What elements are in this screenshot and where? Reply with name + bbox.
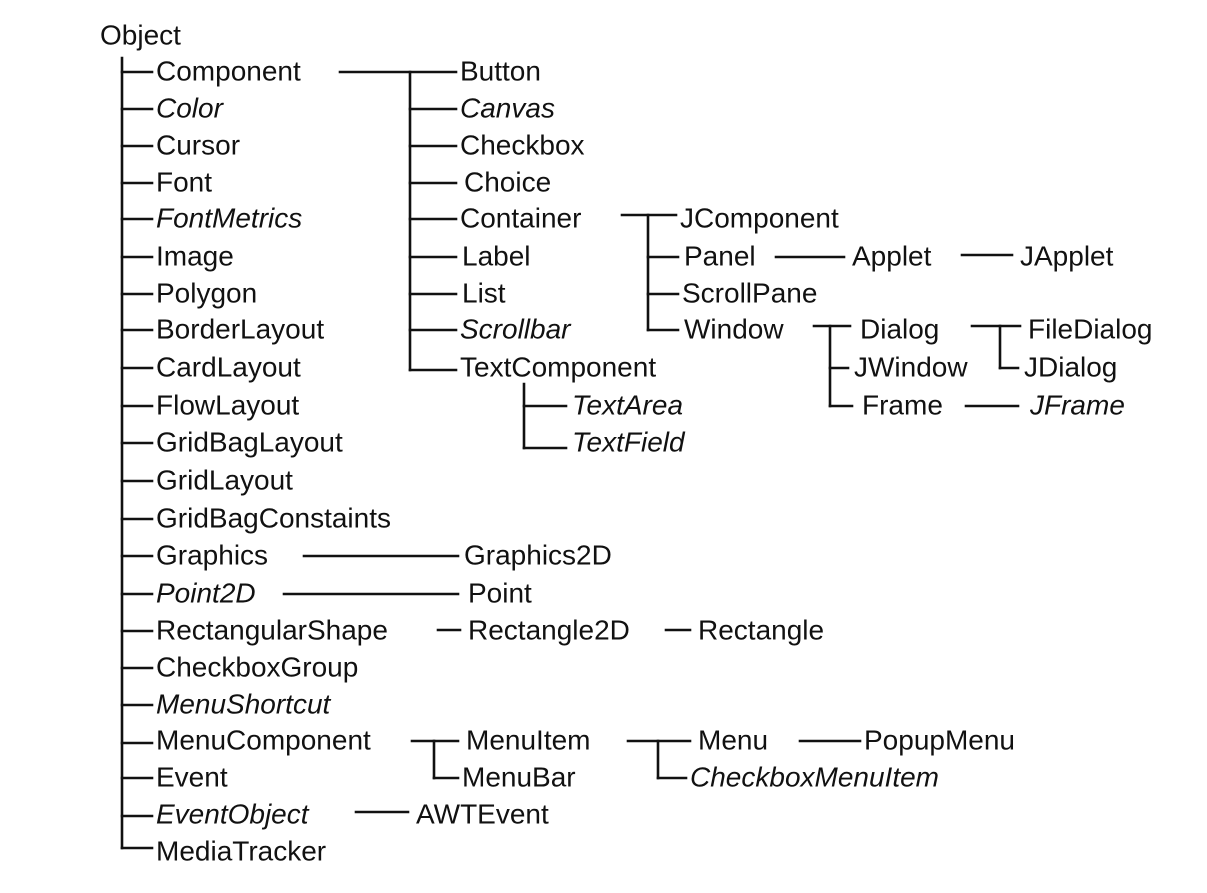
node-component: Component (156, 55, 301, 86)
node-point2d: Point2D (156, 577, 256, 608)
node-canvas: Canvas (460, 92, 555, 123)
node-labels: Object Component Color Cursor Font FontM… (100, 19, 1153, 866)
node-menucomponent: MenuComponent (156, 724, 371, 755)
node-menuitem: MenuItem (466, 724, 591, 755)
node-checkbox: Checkbox (460, 129, 585, 160)
node-gridbagconstaints: GridBagConstaints (156, 502, 391, 533)
object-branch-ticks (120, 70, 154, 850)
node-cardlayout: CardLayout (156, 351, 301, 382)
node-jframe: JFrame (1029, 389, 1125, 420)
node-menushortcut: MenuShortcut (156, 688, 332, 719)
node-checkboxmenuitem: CheckboxMenuItem (690, 761, 939, 792)
node-graphics2d: Graphics2D (464, 539, 612, 570)
node-choice: Choice (464, 166, 551, 197)
node-textcomponent: TextComponent (460, 351, 656, 382)
node-awtevent: AWTEvent (416, 798, 549, 829)
node-textfield: TextField (572, 426, 686, 457)
node-jwindow: JWindow (854, 351, 968, 382)
node-image: Image (156, 240, 234, 271)
node-popupmenu: PopupMenu (864, 724, 1015, 755)
node-event: Event (156, 761, 228, 792)
node-polygon: Polygon (156, 277, 257, 308)
node-checkboxgroup: CheckboxGroup (156, 651, 358, 682)
node-jdialog: JDialog (1024, 351, 1117, 382)
node-eventobject: EventObject (156, 798, 310, 829)
node-borderlayout: BorderLayout (156, 313, 324, 344)
node-flowlayout: FlowLayout (156, 389, 299, 420)
node-textarea: TextArea (572, 389, 683, 420)
node-dialog: Dialog (860, 313, 939, 344)
node-gridbaglayout: GridBagLayout (156, 426, 343, 457)
node-frame: Frame (862, 389, 943, 420)
node-graphics: Graphics (156, 539, 268, 570)
node-filedialog: FileDialog (1028, 313, 1153, 344)
node-label: Label (462, 240, 531, 271)
node-scrollbar: Scrollbar (460, 313, 572, 344)
node-list: List (462, 277, 506, 308)
node-color: Color (156, 92, 225, 123)
node-menubar: MenuBar (462, 761, 576, 792)
node-cursor: Cursor (156, 129, 240, 160)
node-fontmetrics: FontMetrics (156, 202, 302, 233)
node-mediatracker: MediaTracker (156, 835, 326, 866)
node-rectangle: Rectangle (698, 614, 824, 645)
node-menu: Menu (698, 724, 768, 755)
node-panel: Panel (684, 240, 756, 271)
node-point: Point (468, 577, 532, 608)
node-scrollpane: ScrollPane (682, 277, 817, 308)
connector-lines (120, 56, 1022, 850)
node-container: Container (460, 202, 581, 233)
node-applet: Applet (852, 240, 932, 271)
node-object: Object (100, 19, 181, 50)
node-gridlayout: GridLayout (156, 464, 293, 495)
node-rectangularshape: RectangularShape (156, 614, 388, 645)
node-jcomponent: JComponent (680, 202, 839, 233)
node-japplet: JApplet (1020, 240, 1114, 271)
node-window: Window (684, 313, 784, 344)
node-font: Font (156, 166, 212, 197)
node-button: Button (460, 55, 541, 86)
node-rectangle2d: Rectangle2D (468, 614, 630, 645)
